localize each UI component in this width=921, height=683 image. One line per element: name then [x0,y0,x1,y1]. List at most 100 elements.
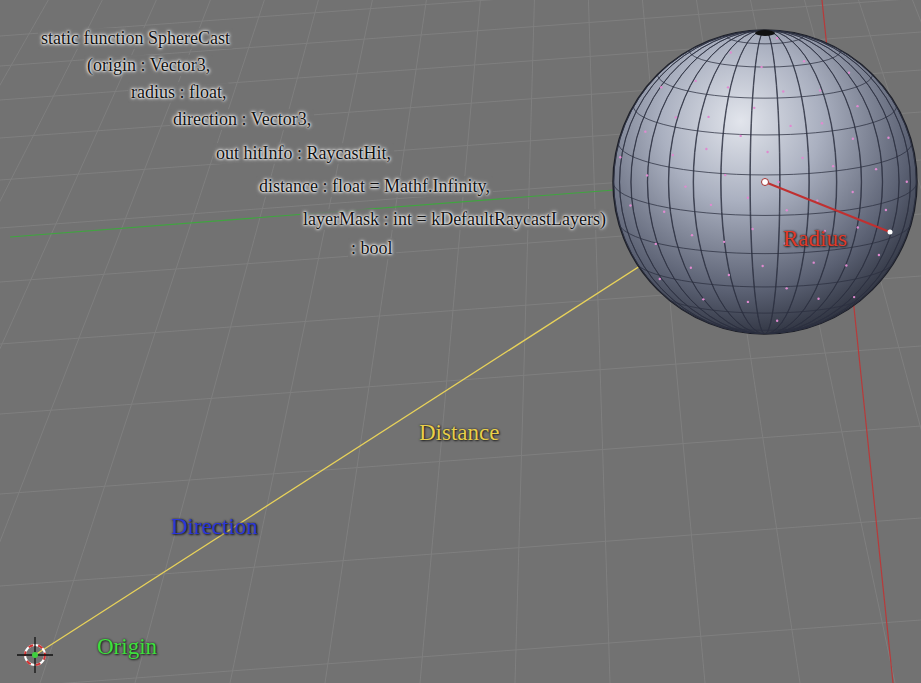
code-line: : bool [348,238,396,259]
grid-line [40,0,430,683]
vertex-dot [821,122,823,124]
vertex-dot [690,267,692,269]
longitude-line [750,30,780,334]
code-line: layerMask : int = kDefaultRaycastLayers) [300,209,609,230]
vertex-dot [878,254,880,256]
origin-label: Origin [94,634,160,660]
vertex-dot [739,135,741,137]
grid-line [0,0,406,683]
vertex-dot [817,298,819,300]
vertex-dot [747,301,749,303]
vertex-dot [856,105,858,107]
vertex-dot [766,151,768,153]
sphere-center [762,179,769,186]
grid-line [325,0,501,683]
origin-cursor [17,637,53,673]
latitude-line [613,182,917,215]
vertex-dot [819,89,821,91]
longitude-line [648,30,883,334]
latitude-line [633,258,896,287]
vertex-dot [751,228,753,230]
code-line: (origin : Vector3, [84,55,213,76]
vertex-dot [845,264,847,266]
longitude-line [631,30,899,334]
latitude-line [689,50,841,67]
vertex-dot [663,211,665,213]
vertex-dot [723,241,725,243]
sphere-body [613,30,917,334]
longitude-line [669,30,861,334]
vertex-dot [694,80,696,82]
longitude-line [668,30,861,334]
vertex-dot [660,86,662,88]
vertex-dot [782,90,784,92]
vertex-dot [848,71,850,73]
longitude-line [620,30,911,334]
vertex-dot [777,181,779,183]
vertex-dot [885,209,887,211]
code-line: static function SphereCast [38,28,233,49]
vertex-dot [707,116,709,118]
vertex-dot [786,209,788,211]
vertex-dot [646,174,648,176]
code-line: direction : Vector3, [170,109,314,130]
longitude-line [750,30,779,334]
grid-line [420,0,525,683]
vertex-dot [906,181,908,183]
vertex-dot [675,116,677,118]
code-line: distance : float = Mathf.Infinity, [256,176,493,197]
grid-line [0,0,383,683]
vertex-dot [887,137,889,139]
vertex-dot [710,204,712,206]
vertex-dot [851,191,853,193]
vertex-dot [803,60,805,62]
grid-line [0,346,921,414]
vertex-dot [753,107,755,109]
longitude-line [721,30,809,334]
longitude-line [631,30,899,334]
vertex-dot [655,243,657,245]
vertex-dot [619,156,621,158]
vertex-dot [644,130,646,132]
grid-line [0,0,311,683]
vertex-dot [857,226,859,228]
vertex-dot [730,51,732,53]
longitude-line [694,30,837,334]
vertex-dot [785,287,787,289]
code-line: out hitInfo : RaycastHit, [213,143,394,164]
vertex-dot [659,278,661,280]
sphere-wireframe [613,30,917,337]
vertex-dot [816,199,818,201]
distance-ray [35,248,668,655]
vertex-dot [629,204,631,206]
longitude-line [619,30,910,334]
sphere-pole [755,30,775,36]
longitude-line [614,30,916,334]
vertex-dot [875,168,877,170]
vertex-dot [852,137,854,139]
code-line: radius : float, [128,82,229,103]
vertex-dot [724,174,726,176]
grid-line [0,0,359,683]
vertex-dot [853,296,855,298]
latitude-line [618,143,912,175]
vertex-dot [813,261,815,263]
radius-line [765,182,890,232]
vertex-dot [776,319,778,321]
distance-label: Distance [416,420,502,446]
longitude-line [693,30,837,334]
vertex-dot [672,154,674,156]
vertex-dot [727,86,729,88]
longitude-line [614,30,917,334]
vertex-dot [702,298,704,300]
vertex-dot [760,66,762,68]
vertex-dot [684,185,686,187]
latitude-line [633,106,896,135]
direction-label: Direction [168,514,261,540]
grid-line [0,0,288,683]
vertex-dot [705,148,707,150]
vertex-dot [747,197,749,199]
radius-label: Radius [780,226,850,252]
vertex-dot [776,37,778,39]
vertex-dot [789,125,791,127]
